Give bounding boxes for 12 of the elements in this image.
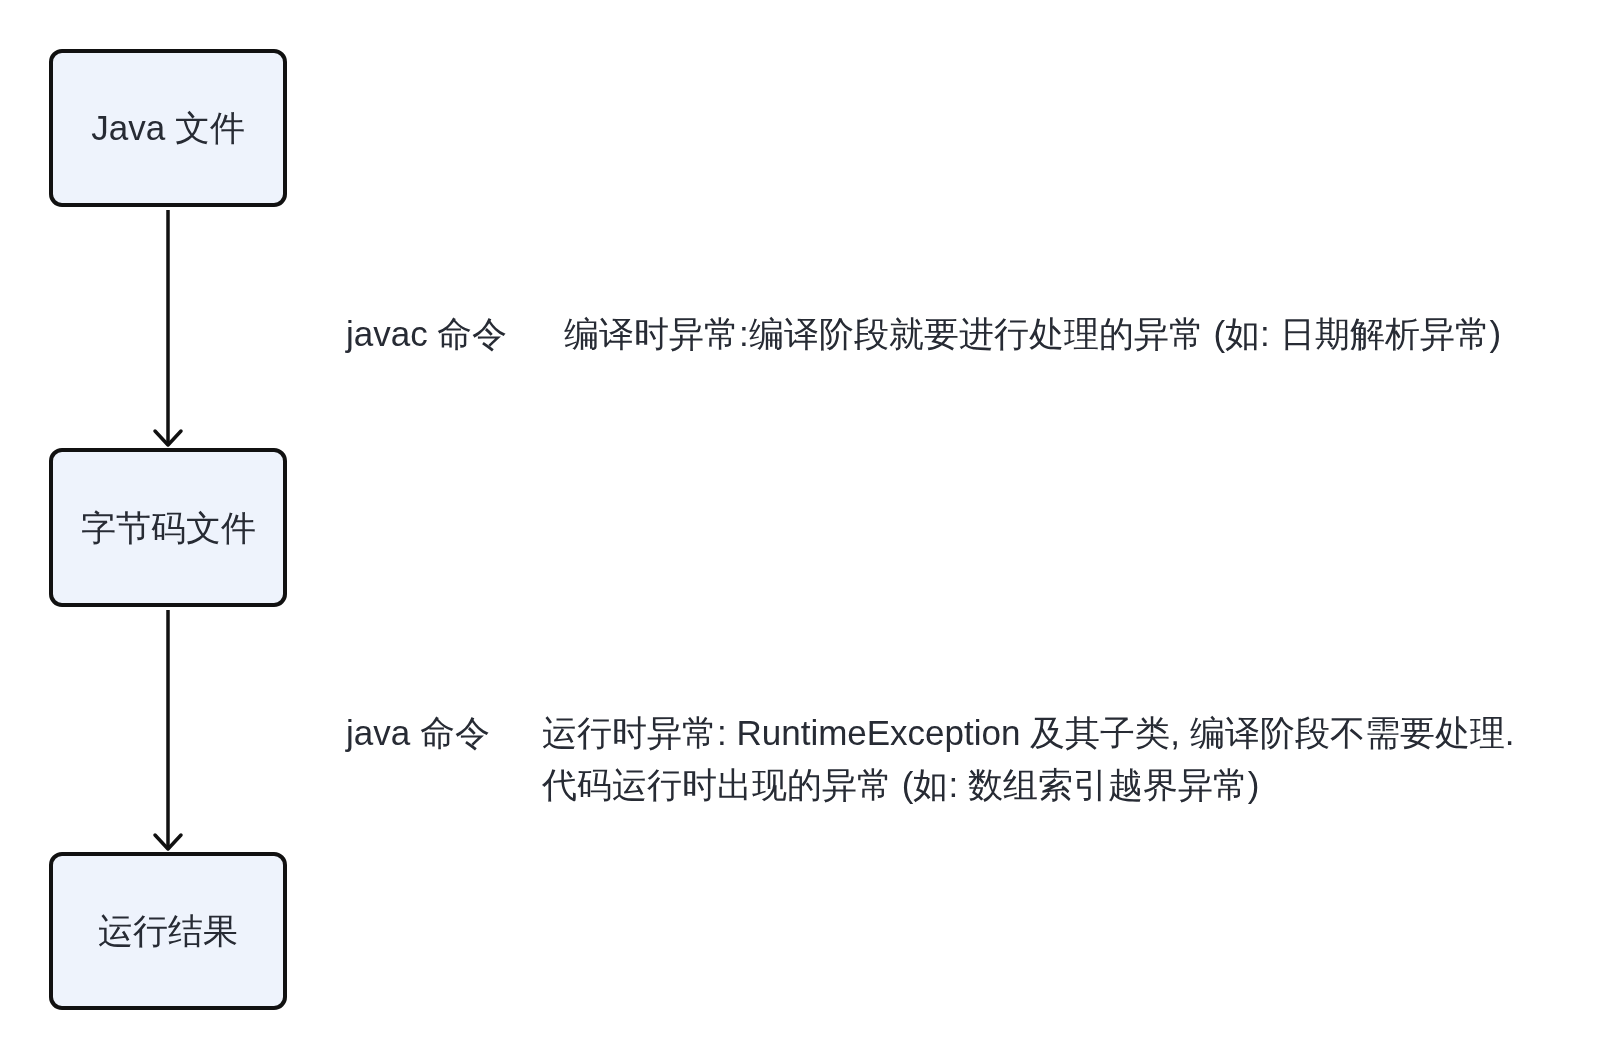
arrow (153, 610, 183, 851)
step-label: 运行结果 (98, 910, 238, 952)
step-label: 字节码文件 (80, 506, 256, 549)
arrow (153, 210, 183, 447)
note-text: 编译时异常:编译阶段就要进行处理的异常 (如: 日期解析异常) (564, 313, 1502, 355)
note-text: java 命令 (346, 712, 490, 754)
note-text: 运行时异常: RuntimeException 及其子类, 编译阶段不需要处理. 代码运行时出现的异常 (如: 数组索引越界异常) (542, 712, 1516, 806)
note-text: javac 命令 (346, 313, 508, 355)
process-box (49, 852, 287, 1010)
process-box (49, 49, 287, 207)
process-box (49, 448, 287, 607)
step-label: Java 文件 (91, 107, 245, 149)
